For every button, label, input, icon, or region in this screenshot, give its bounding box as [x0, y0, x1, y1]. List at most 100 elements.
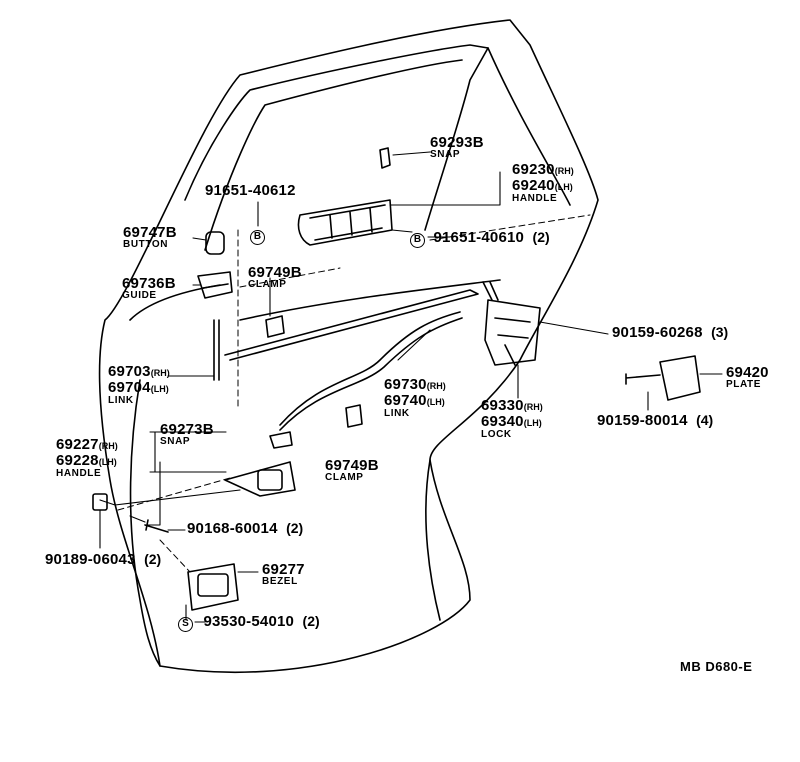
part-number-plate-screw: 90159-80014 — [597, 412, 688, 429]
screw-inner-shape — [144, 519, 169, 533]
part-name-guide: GUIDE — [122, 290, 157, 301]
part-number-screw-b-left: 91651-40612 — [205, 182, 296, 199]
window-frame — [184, 44, 571, 206]
part-number-screw-b-right: 91651-40610 — [433, 229, 525, 246]
inner-handle-shape — [224, 461, 296, 497]
suffix-rh: (RH) — [98, 441, 118, 451]
label-link-center: 69730(RH) 69740(LH) LINK — [384, 377, 446, 419]
part-number-clip: 90189-06043 — [45, 551, 136, 568]
qty-screw-s: (2) — [302, 613, 320, 629]
part-number-snap-lower: 69273B — [160, 421, 214, 438]
suffix-lh: (LH) — [554, 182, 573, 192]
reference-code: MB D680-E — [680, 659, 753, 674]
qty-screw-b-right: (2) — [532, 229, 550, 245]
lock-rod — [213, 319, 220, 381]
suffix-lh: (LH) — [426, 397, 445, 407]
part-name-bezel: BEZEL — [262, 576, 298, 587]
part-name-link-center: LINK — [384, 408, 410, 419]
marker-s: S — [178, 616, 193, 632]
label-lock: 69330(RH) 69340(LH) LOCK — [481, 398, 543, 440]
part-name-snap-top: SNAP — [430, 149, 461, 160]
qty-screw-inner: (2) — [286, 520, 304, 536]
part-number-handle-inner-lh: 69228 — [56, 452, 99, 469]
part-number-link-left-rh: 69703 — [108, 363, 151, 380]
rod-link-center-b — [279, 317, 463, 431]
plate-shape — [659, 355, 701, 401]
label-handle-inner: 69227(RH) 69228(LH) HANDLE — [56, 437, 118, 479]
label-snap-top: 69293B SNAP — [430, 135, 484, 160]
suffix-lh: (LH) — [150, 384, 169, 394]
part-number-screw-s: 93530-54010 — [203, 613, 295, 630]
clamp-lower-shape — [345, 404, 363, 428]
suffix-lh: (LH) — [523, 418, 542, 428]
part-number-screw-inner: 90168-60014 — [187, 520, 278, 537]
suffix-rh: (RH) — [150, 368, 170, 378]
part-name-clamp-lower: CLAMP — [325, 472, 364, 483]
label-screw-b-right: B 91651-40610 (2) — [410, 230, 550, 248]
guide-shape — [197, 271, 233, 299]
part-number-lock-lh: 69340 — [481, 413, 524, 430]
lock-shape — [484, 299, 541, 366]
label-lock-screw: 90159-60268 (3) — [612, 325, 728, 341]
door-beltline — [239, 279, 501, 321]
part-name-plate: PLATE — [726, 379, 762, 390]
label-link-left: 69703(RH) 69704(LH) LINK — [108, 364, 170, 406]
part-number-bezel: 69277 — [262, 561, 305, 578]
part-number-handle-outer-rh: 69230 — [512, 161, 555, 178]
suffix-lh: (LH) — [98, 457, 117, 467]
label-clamp-lower: 69749B CLAMP — [325, 458, 379, 483]
part-number-lock-rh: 69330 — [481, 397, 524, 414]
label-bezel: 69277 BEZEL — [262, 562, 305, 587]
label-clamp-upper: 69749B CLAMP — [248, 265, 302, 290]
door-lower-edge — [425, 459, 441, 621]
plate-screw-shape — [625, 373, 661, 385]
label-plate-screw: 90159-80014 (4) — [597, 413, 713, 429]
label-plate: 69420 PLATE — [726, 365, 769, 390]
part-number-link-left-lh: 69704 — [108, 379, 151, 396]
part-number-plate: 69420 — [726, 364, 769, 381]
rod-link — [224, 289, 479, 361]
qty-clip: (2) — [144, 551, 162, 567]
qty-plate-screw: (4) — [696, 412, 714, 428]
part-number-snap-top: 69293B — [430, 134, 484, 151]
part-number-handle-inner-rh: 69227 — [56, 436, 99, 453]
suffix-rh: (RH) — [426, 381, 446, 391]
label-button: 69747B BUTTON — [123, 225, 177, 250]
part-number-link-center-lh: 69740 — [384, 392, 427, 409]
part-name-button: BUTTON — [123, 239, 169, 250]
door-outline — [98, 19, 599, 673]
part-number-button: 69747B — [123, 224, 177, 241]
window-frame-inner — [204, 59, 463, 251]
suffix-rh: (RH) — [523, 402, 543, 412]
clamp-upper-shape — [265, 315, 285, 338]
part-number-link-center-rh: 69730 — [384, 376, 427, 393]
part-number-lock-screw: 90159-60268 — [612, 324, 703, 341]
qty-lock-screw: (3) — [711, 324, 729, 340]
part-number-handle-outer-lh: 69240 — [512, 177, 555, 194]
part-name-clamp-upper: CLAMP — [248, 279, 287, 290]
part-name-handle-outer: HANDLE — [512, 193, 558, 204]
marker-b-right: B — [410, 232, 425, 248]
part-number-guide: 69736B — [122, 275, 176, 292]
label-clip: 90189-06043 (2) — [45, 552, 161, 568]
part-name-lock: LOCK — [481, 429, 512, 440]
part-number-clamp-upper: 69749B — [248, 264, 302, 281]
label-handle-outer: 69230(RH) 69240(LH) HANDLE — [512, 162, 574, 204]
part-name-snap-lower: SNAP — [160, 436, 191, 447]
part-number-clamp-lower: 69749B — [325, 457, 379, 474]
label-screw-inner: 90168-60014 (2) — [187, 521, 303, 537]
marker-b-left: B — [250, 227, 265, 245]
button-shape — [205, 231, 225, 255]
window-frame-rear — [424, 47, 489, 231]
inner-handle-pull — [257, 469, 283, 491]
bezel-shape — [187, 563, 239, 611]
suffix-rh: (RH) — [554, 166, 574, 176]
part-name-link-left: LINK — [108, 395, 134, 406]
rod-link-center — [279, 311, 461, 426]
snap-lower-shape — [269, 431, 293, 449]
part-name-handle-inner: HANDLE — [56, 468, 102, 479]
label-guide: 69736B GUIDE — [122, 276, 176, 301]
label-screw-s: S 93530-54010 (2) — [178, 614, 320, 632]
